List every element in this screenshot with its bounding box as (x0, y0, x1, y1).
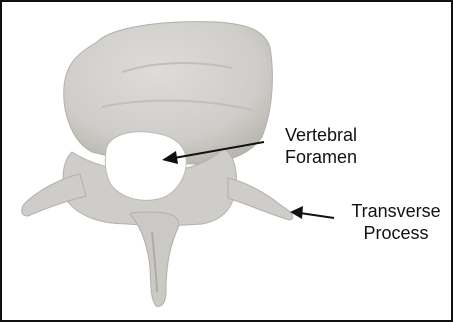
vertebral-foramen-label-line1: Vertebral (265, 125, 377, 145)
right-transverse-process (228, 178, 293, 220)
vertebral-foramen-opening (105, 132, 186, 201)
transverse-process-label-line1: Transverse (335, 201, 453, 221)
transverse-pointer-line (300, 213, 334, 218)
vertebral-foramen-label-line2: Foramen (265, 147, 377, 167)
transverse-process-label-line2: Process (335, 223, 453, 243)
